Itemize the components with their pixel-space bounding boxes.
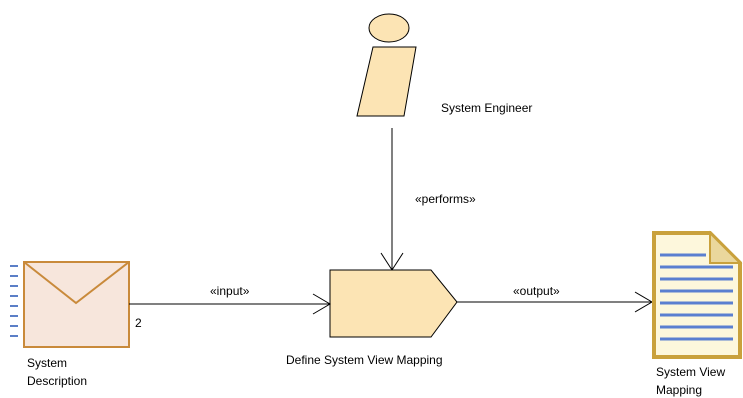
performs-label: «performs» xyxy=(415,192,476,206)
role-system-engineer[interactable] xyxy=(356,13,417,117)
task-define-system-view-mapping[interactable] xyxy=(329,269,458,338)
input-connector[interactable] xyxy=(129,293,331,315)
role-label: System Engineer xyxy=(441,101,532,115)
output-label: «output» xyxy=(513,284,560,298)
input-artifact-envelope-icon[interactable] xyxy=(10,261,130,348)
role-body xyxy=(356,46,417,117)
output-artifact-label-line1: System View xyxy=(656,365,725,379)
performs-connector[interactable] xyxy=(380,128,404,271)
input-artifact-label-line2: Description xyxy=(27,374,87,388)
envelope-flap xyxy=(23,261,130,305)
envelope-dashes xyxy=(10,265,18,337)
output-artifact-label-line2: Mapping xyxy=(656,383,702,397)
input-multiplicity: 2 xyxy=(135,316,142,330)
input-label: «input» xyxy=(210,284,250,298)
task-label: Define System View Mapping xyxy=(286,353,443,367)
role-head xyxy=(368,13,410,43)
document-text-lines xyxy=(660,253,733,341)
document-fold xyxy=(709,230,743,264)
input-arrowhead xyxy=(312,293,331,315)
input-artifact-label-line1: System xyxy=(27,356,67,370)
output-artifact-document-icon[interactable] xyxy=(652,230,743,359)
